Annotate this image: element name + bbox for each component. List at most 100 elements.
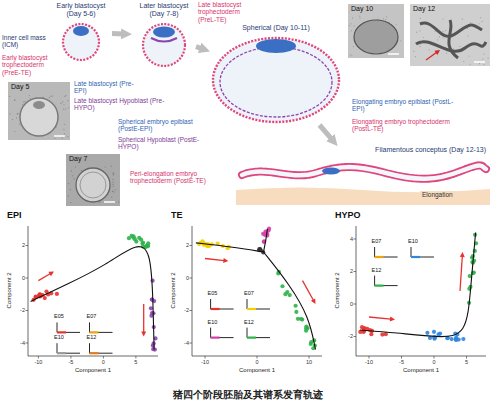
axis-title: Component 1: [192, 367, 322, 374]
photo-grain: [111, 166, 112, 167]
cell-point: [450, 337, 454, 341]
photo-ground: [66, 154, 120, 206]
tick-mark: [434, 356, 435, 359]
tick-label: -5: [392, 359, 412, 365]
epiblast: [256, 39, 296, 53]
photo-grain: [445, 30, 446, 31]
photo-grain: [19, 123, 20, 124]
trend-arrow-head: [390, 317, 395, 322]
photo-grain: [29, 95, 30, 96]
axis-title: Component 2: [170, 260, 177, 320]
inset-label: E10: [208, 319, 218, 325]
photo-grain: [71, 170, 72, 171]
photo-day-label: Day 7: [66, 154, 120, 164]
photo-grain: [480, 17, 481, 18]
embryo-cell-mass: [33, 101, 45, 109]
inset-trajectory: [57, 343, 80, 353]
axis-title: Component 1: [356, 367, 486, 374]
cell-point: [288, 293, 292, 297]
cell-point: [150, 297, 154, 301]
filament: [449, 20, 458, 58]
photo-grain: [113, 182, 114, 183]
photo-grain: [419, 46, 420, 47]
cell-point: [55, 292, 59, 296]
cell-point: [438, 331, 442, 335]
trophectoderm-ring: [63, 24, 99, 60]
photo-grain: [60, 103, 61, 104]
tick-mark: [190, 343, 193, 344]
tick-label: -2: [13, 307, 25, 313]
stage-title: Later blastocyst (Day 7-8): [132, 2, 196, 18]
inset-label: E12: [244, 319, 254, 325]
tick-mark: [401, 356, 402, 359]
axis-frame: [192, 226, 322, 356]
inset-trajectory: [90, 322, 113, 332]
inset-trajectory: [411, 247, 434, 257]
cell-label: Elongating embryo epiblast (PostL-EPI): [352, 98, 462, 113]
photo-grain: [352, 17, 353, 18]
photo-grain: [468, 55, 469, 56]
stage-title: Early blastocyst (Day 5-6): [50, 2, 112, 18]
inset-highlight: [211, 308, 220, 310]
embryo: [20, 98, 58, 136]
photo-grain: [462, 18, 463, 19]
figure-caption: 猪四个阶段胚胎及其谱系发育轨迹: [0, 389, 495, 401]
trend-arrow-head: [223, 258, 228, 263]
tick-mark: [354, 271, 357, 272]
photo-grain: [99, 202, 100, 203]
trend-arrow: [460, 256, 462, 291]
inset-trajectory: [375, 247, 398, 257]
inset-label: E05: [208, 290, 218, 296]
photo-grain: [484, 53, 485, 54]
tick-label: 0: [424, 359, 444, 365]
photo-grain: [463, 61, 464, 62]
inset-trajectory: [57, 322, 80, 332]
photo-grain: [482, 21, 483, 22]
photo-grain: [67, 136, 68, 137]
epiblast: [153, 27, 175, 38]
stage-title: Spherical (Day 10-11): [210, 24, 342, 32]
photo-grain: [23, 101, 24, 102]
photo-grain: [350, 54, 351, 55]
hypoblast: [151, 38, 177, 42]
photo-grain: [65, 108, 66, 109]
scale-bar: [54, 135, 65, 137]
stage-arrow: [196, 47, 202, 49]
photo-grain: [113, 191, 114, 192]
inset-trajectory: [211, 299, 234, 309]
photo-grain: [420, 18, 421, 19]
inset-highlight: [90, 352, 99, 354]
tick-label: -2: [341, 333, 353, 339]
photo-grain: [17, 114, 18, 115]
photo-grain: [62, 138, 63, 139]
stage-arrow: [112, 31, 123, 36]
photo-day-label: Day 12: [410, 4, 490, 14]
photo-grain: [470, 22, 471, 23]
photo-grain: [68, 195, 69, 196]
cell-point: [144, 244, 148, 248]
cell-point: [150, 297, 154, 301]
photo-day-label: Day 5: [8, 82, 70, 92]
inset-label: E07: [87, 313, 97, 319]
trophectoderm-ring: [143, 24, 185, 66]
photo-grain: [446, 53, 447, 54]
photo-grain: [14, 131, 15, 132]
tick-label: 2: [13, 242, 25, 248]
trend-arrow-head: [48, 272, 54, 277]
embryo-photo-art: [8, 82, 70, 140]
tick-label: 2: [341, 268, 353, 274]
photo-grain: [17, 113, 18, 114]
inset-label: E12: [372, 267, 382, 273]
cell-point: [369, 332, 373, 336]
cell-point: [305, 326, 309, 330]
stage-early-blastocyst: Early blastocyst (Day 5-6): [50, 2, 112, 63]
cell-point: [457, 338, 461, 342]
photo-grain: [111, 196, 112, 197]
tick-mark: [135, 356, 136, 359]
photo-grain: [112, 179, 113, 180]
tick-mark: [205, 356, 206, 359]
photo-grain: [64, 124, 65, 125]
photo-grain: [437, 39, 438, 40]
tick-mark: [354, 336, 357, 337]
photo-grain: [75, 166, 76, 167]
